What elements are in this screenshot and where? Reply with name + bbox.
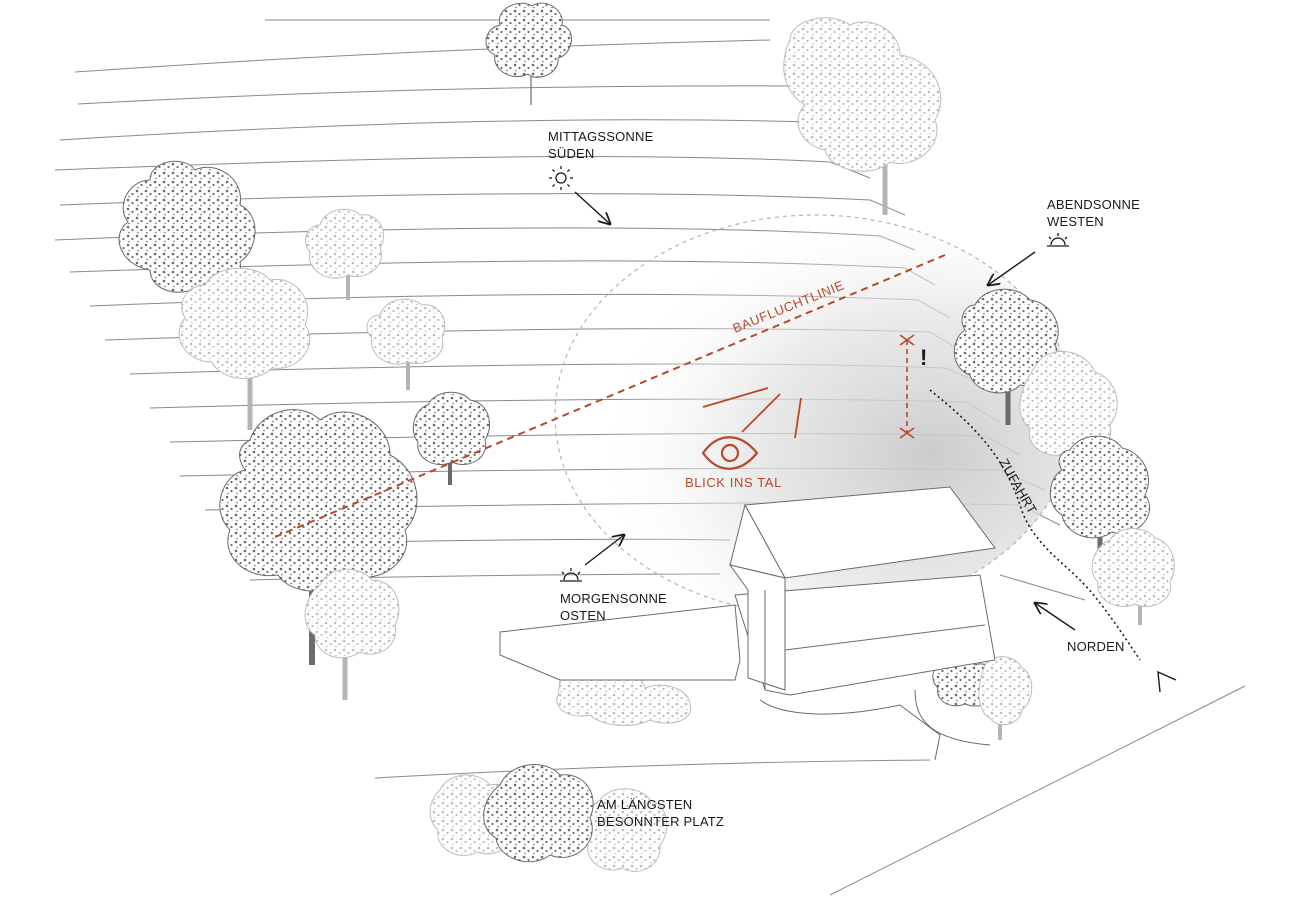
east-label-line2: OSTEN (560, 608, 606, 623)
tree-icon (783, 17, 942, 215)
view-rays (702, 387, 802, 439)
east-label-line1: MORGENSONNE (560, 591, 667, 606)
south-label-line2: SÜDEN (548, 146, 595, 161)
tree-icon (1091, 528, 1175, 625)
sunny-spot-label-line2: BESONNTER PLATZ (597, 814, 724, 829)
north-label: NORDEN (1067, 639, 1125, 654)
west-sun-arrow (988, 251, 1036, 285)
sunset-icon (1047, 233, 1069, 247)
contour-line (77, 85, 791, 105)
tree-icon (305, 208, 385, 300)
tree-icon (412, 391, 490, 485)
contour-line (999, 574, 1086, 601)
north-arrow (1035, 603, 1076, 631)
house (499, 486, 996, 761)
tree-icon (304, 568, 400, 700)
eye-icon (701, 436, 759, 470)
sunny-spot-label-line1: AM LÄNGSTEN (597, 797, 692, 812)
access-road (929, 389, 1141, 661)
tree-icon (485, 2, 572, 105)
sun-icon (549, 166, 573, 190)
exclamation-mark: ! (920, 345, 927, 370)
tree-icon (366, 298, 446, 390)
south-sun-arrow (574, 191, 610, 224)
tree-icon (429, 764, 668, 872)
east-sun-arrow (584, 535, 624, 566)
south-label-line1: MITTAGSSONNE (548, 129, 654, 144)
view-label: BLICK INS TAL (685, 475, 782, 490)
trees (118, 2, 1175, 872)
arrows (574, 191, 1177, 693)
height-limit-marker (899, 334, 915, 439)
contour-line (74, 39, 771, 73)
contour-line (829, 685, 1246, 896)
west-label-line1: ABENDSONNE (1047, 197, 1140, 212)
tree-icon (953, 288, 1059, 425)
north-chevron-icon (1157, 670, 1177, 693)
west-label-line2: WESTEN (1047, 214, 1104, 229)
tree-icon (178, 267, 311, 430)
sunrise-icon (560, 568, 582, 582)
tree-icon (932, 656, 1033, 740)
contour-line (374, 759, 931, 779)
terrace-platform (499, 604, 741, 681)
house-wall (728, 564, 786, 691)
contour-line (59, 119, 811, 141)
building-line (274, 254, 946, 538)
